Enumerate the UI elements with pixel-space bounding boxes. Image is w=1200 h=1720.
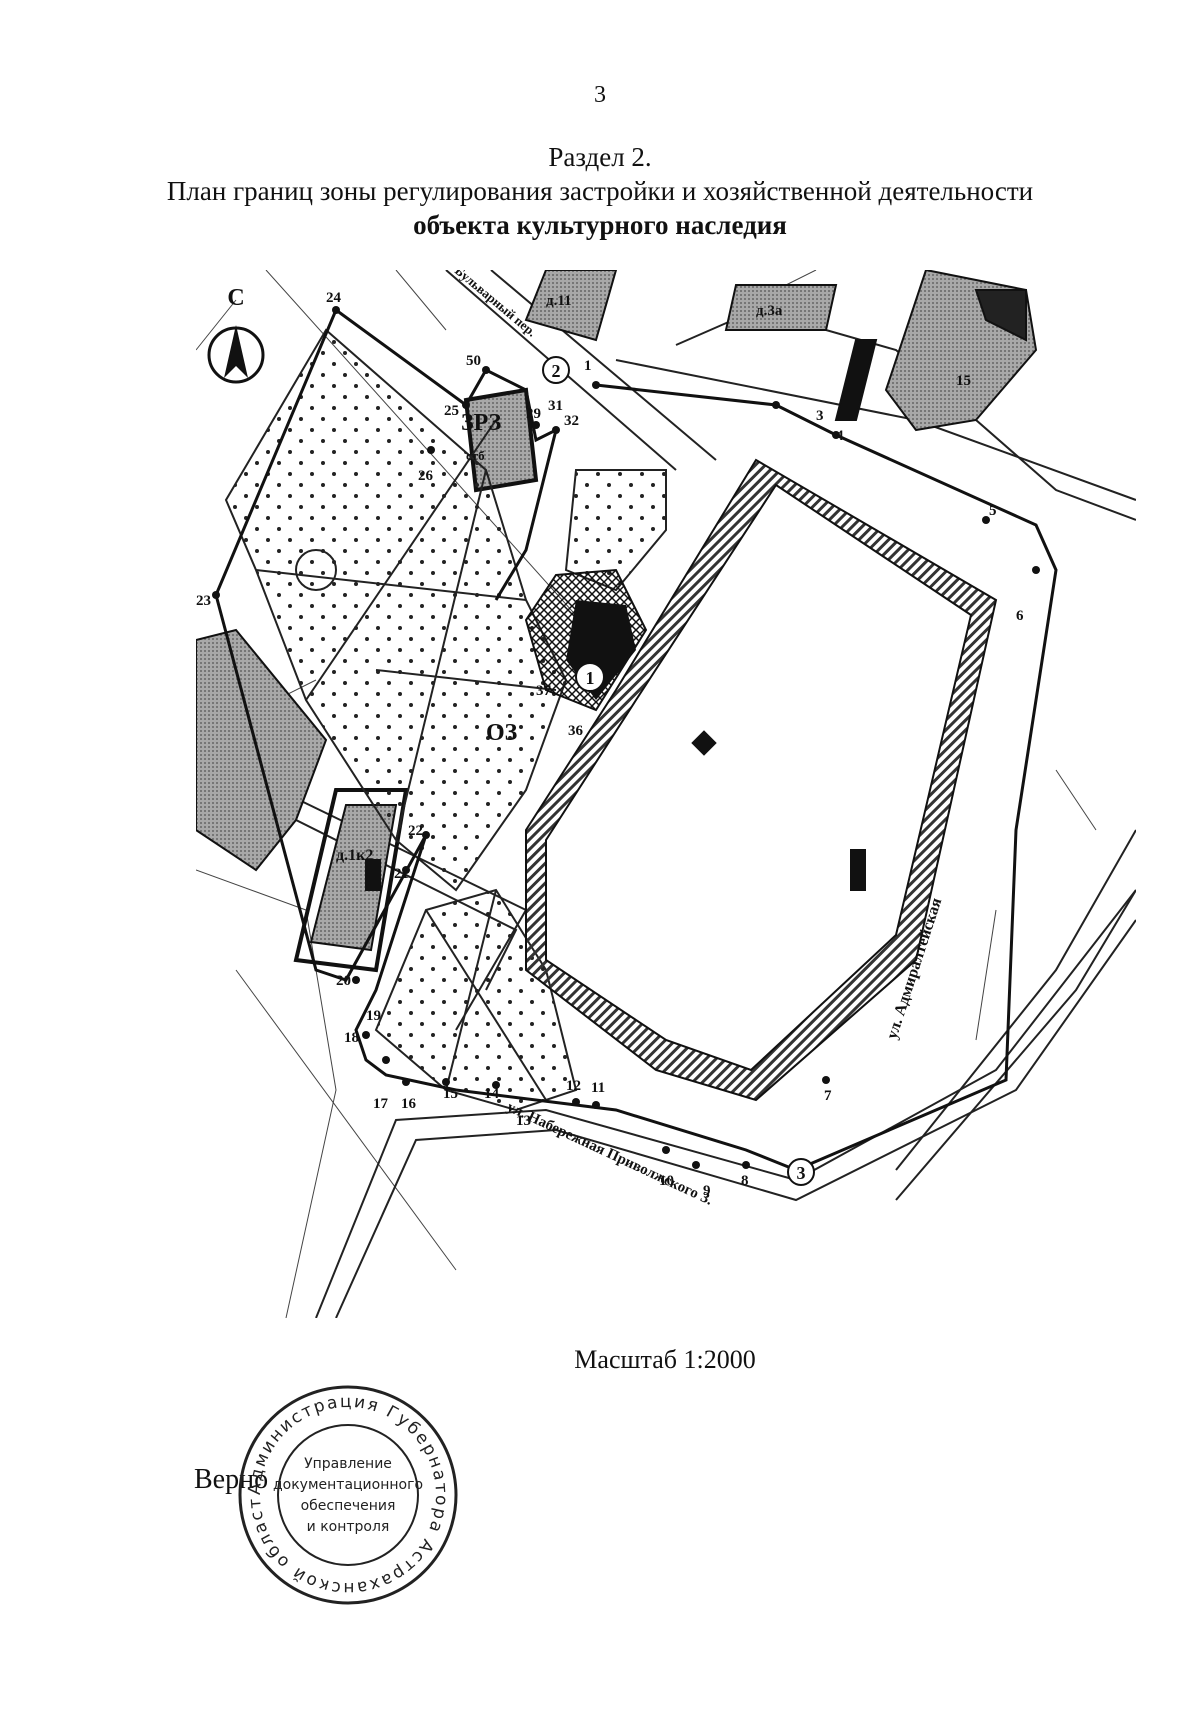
- stamp-line: обеспечения: [301, 1498, 396, 1514]
- point-label: 4: [836, 428, 844, 444]
- point-label: 26: [418, 468, 434, 484]
- building-label-d3a: д.3а: [756, 303, 783, 319]
- building-d3a: [724, 284, 838, 331]
- point-label: 50: [466, 353, 481, 369]
- building-label-d1k2: д.1к2: [336, 847, 373, 864]
- point-label: 14: [484, 1086, 500, 1102]
- north-label: С: [227, 285, 244, 311]
- point-label: 8: [741, 1173, 749, 1189]
- building-label-stb: стб: [466, 448, 485, 463]
- point-label: 1: [584, 358, 592, 374]
- section-label: Раздел 2.: [548, 142, 652, 172]
- object-inner-area: [545, 483, 973, 1072]
- page-number: 3: [594, 82, 606, 108]
- stamp-line: Управление: [304, 1456, 392, 1472]
- boundary-plan-map: 1 С 2 3 ЗРЗ ОЗ д.11 д.3а 15 стб д.1к2 Бу…: [196, 270, 1136, 1318]
- point-label: 7: [824, 1088, 832, 1104]
- point-label: 37: [536, 683, 552, 699]
- title-block: Раздел 2. План границ зоны регулирования…: [60, 140, 1140, 242]
- point-label: 5: [989, 503, 997, 519]
- point-label: 19: [366, 1008, 381, 1024]
- zone-label-zrz: ЗРЗ: [461, 410, 502, 436]
- park-area: [224, 328, 568, 892]
- point-label: 32: [564, 413, 579, 429]
- stamp-line: и контроля: [307, 1519, 390, 1535]
- point-label: 17: [373, 1096, 389, 1112]
- point-label: 24: [326, 290, 342, 306]
- title-line-2: объекта культурного наследия: [413, 210, 787, 240]
- point-label: 6: [1016, 608, 1024, 624]
- point-label: 20: [336, 973, 351, 989]
- circled-number-3: 3: [797, 1163, 806, 1183]
- point-label: 3: [816, 408, 824, 424]
- zone-label-oz: ОЗ: [486, 720, 518, 746]
- street-label-naberezhnaya: ул. Набережная Приволжского З.: [504, 1099, 715, 1209]
- point-label: 25: [444, 403, 459, 419]
- point-label: 18: [344, 1030, 359, 1046]
- zrz-boundary-line: [214, 307, 1058, 1172]
- point-label: 21: [394, 866, 409, 882]
- point-label: 11: [591, 1080, 605, 1096]
- building-d11: [524, 270, 618, 342]
- point-label: 23: [196, 593, 211, 609]
- title-line-1: План границ зоны регулирования застройки…: [166, 176, 1034, 206]
- signature-verno: Верно: [194, 1464, 269, 1495]
- point-label: 10: [659, 1173, 674, 1189]
- point-label: 15: [443, 1086, 458, 1102]
- building-label-15: 15: [956, 373, 971, 389]
- point-label: 16: [401, 1096, 417, 1112]
- point-label: 29: [526, 406, 541, 422]
- street-label-bulvarny: Бульварный пер.: [452, 270, 539, 340]
- point-label: 13: [516, 1113, 531, 1129]
- building-label-d11: д.11: [546, 293, 572, 309]
- point-label: 9: [703, 1183, 711, 1199]
- point-label: 31: [548, 398, 563, 414]
- point-label: 36: [568, 723, 584, 739]
- stamp-line: документационного: [273, 1477, 423, 1493]
- circled-number-1: 1: [586, 668, 595, 688]
- scale-label: Масштаб 1:2000: [574, 1345, 756, 1374]
- north-arrow-icon: С: [207, 285, 265, 384]
- point-label: 22: [408, 823, 423, 839]
- point-label: 12: [566, 1078, 581, 1094]
- circled-number-2: 2: [552, 361, 561, 381]
- official-stamp: Администрация Губернатора Астраханской о…: [236, 1383, 460, 1607]
